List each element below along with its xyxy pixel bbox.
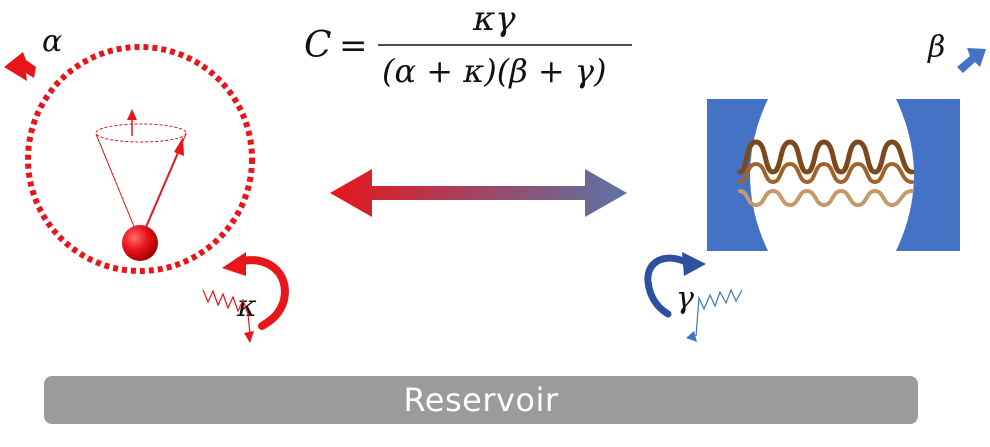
equation-numerator: κγ [472,0,516,39]
optical-cavity [707,99,960,251]
cooperativity-equation: C = κγ (α + κ)(β + γ) [304,0,632,90]
cavity-left-mirror [707,99,768,251]
gamma-label: γ [676,281,694,316]
spin-system [25,44,255,274]
gamma-photon-squiggle [686,288,743,342]
spin-vector-arrow [139,137,184,242]
spin-dashed-circle [25,44,255,274]
reservoir-bar: Reservoir [44,376,918,424]
coupling-double-arrow [330,169,627,217]
equation-equals: = [339,26,368,66]
cavity-right-mirror [896,99,960,251]
precession-cone [95,123,187,242]
equation-lhs: C [304,25,332,66]
kappa-label: κ [236,289,257,324]
alpha-label: α [42,24,62,59]
beta-label: β [927,30,945,65]
spin-particle [122,225,158,261]
kappa-photon-squiggle [202,289,254,343]
cone-top-arrow [127,109,137,136]
alpha-decay-arrow [4,52,36,81]
photon-wave [737,139,915,208]
gamma-curved-arrow [644,252,706,318]
reservoir-label: Reservoir [403,381,559,419]
equation-denominator: (α + κ)(β + γ) [382,52,606,90]
beta-decay-arrow [957,48,986,73]
kappa-curved-arrow [222,252,289,330]
